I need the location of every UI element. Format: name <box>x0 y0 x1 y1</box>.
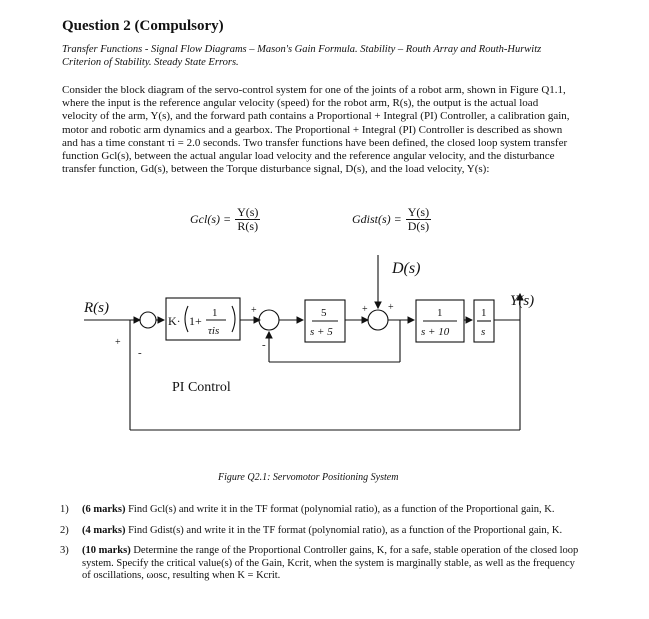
integrator-denominator: s <box>481 326 485 338</box>
pi-denominator: τis <box>208 325 219 337</box>
plus-sign-3: + <box>362 304 368 315</box>
plus-sign-4: + <box>388 302 394 313</box>
question-text: Find Gdist(s) and write it in the TF for… <box>128 524 563 536</box>
disturbance-label: D(s) <box>391 260 420 277</box>
arm-denominator: s + 10 <box>421 326 450 338</box>
pi-paren-left <box>184 305 189 333</box>
summing-junction-1 <box>139 311 157 329</box>
output-label: Y(s) <box>510 293 534 309</box>
question-item-2: 2) (4 marks) Find Gdist(s) and write it … <box>60 525 580 538</box>
gcl-numerator: Y(s) <box>235 205 261 220</box>
gcl-fraction: Y(s) R(s) <box>235 205 261 233</box>
plus-sign-2: + <box>251 305 257 316</box>
gdist-denominator: D(s) <box>407 219 430 233</box>
gdist-fraction: Y(s) D(s) <box>405 205 432 233</box>
input-label: R(s) <box>83 300 109 316</box>
integrator-numerator: 1 <box>481 307 487 319</box>
summing-junction-3 <box>367 309 389 331</box>
question-number: 1) <box>60 504 69 515</box>
question-text: Find Gcl(s) and write it in the TF forma… <box>128 504 555 515</box>
pi-paren-right <box>231 305 236 333</box>
gearbox-integrator-block <box>473 299 495 343</box>
summing-junction-2 <box>258 309 280 331</box>
gdist-lhs: Gdist(s) = <box>352 212 402 226</box>
pi-control-label: PI Control <box>172 380 231 395</box>
block-diagram: R(s) Y(s) D(s) + - + - + + K· 1+ 1 τis 5… <box>83 255 534 431</box>
minus-sign-2: - <box>262 339 266 351</box>
question-title: Question 2 (Compulsory) <box>62 18 224 34</box>
gcl-denominator: R(s) <box>237 219 259 233</box>
question-number: 2) <box>60 524 69 536</box>
question-marks: (6 marks) <box>82 504 126 515</box>
question-item-3: 3) (10 marks) Determine the range of the… <box>60 545 580 583</box>
pi-gain-k: K· <box>168 314 181 328</box>
arm-dynamics-block <box>415 299 465 343</box>
minus-sign-1: - <box>138 347 142 359</box>
pi-numerator: 1 <box>212 307 218 319</box>
question-text: Determine the range of the Proportional … <box>82 545 579 581</box>
question-item-1: 1) (6 marks) Find Gcl(s) and write it in… <box>60 504 580 517</box>
question-marks: (4 marks) <box>82 524 126 536</box>
gcl-lhs: Gcl(s) = <box>190 212 232 226</box>
question-subtitle: Transfer Functions - Signal Flow Diagram… <box>62 44 542 68</box>
figure-caption: Figure Q2.1: Servomotor Positioning Syst… <box>218 472 399 483</box>
pi-controller-block <box>165 297 241 341</box>
motor-block <box>304 299 346 343</box>
question-marks: (10 marks) <box>82 545 131 556</box>
problem-description: Consider the block diagram of the servo-… <box>62 84 570 176</box>
motor-numerator: 5 <box>321 307 327 319</box>
gdist-equation: Gdist(s) = Y(s) D(s) <box>352 205 432 233</box>
motor-denominator: s + 5 <box>310 326 333 338</box>
gdist-numerator: Y(s) <box>405 205 432 220</box>
question-list: 1) (6 marks) Find Gcl(s) and write it in… <box>60 504 580 591</box>
pi-one-plus: 1+ <box>189 314 202 328</box>
plus-sign-1: + <box>115 337 121 348</box>
question-number: 3) <box>60 545 69 556</box>
arm-numerator: 1 <box>437 307 443 319</box>
gcl-equation: Gcl(s) = Y(s) R(s) <box>190 205 261 233</box>
